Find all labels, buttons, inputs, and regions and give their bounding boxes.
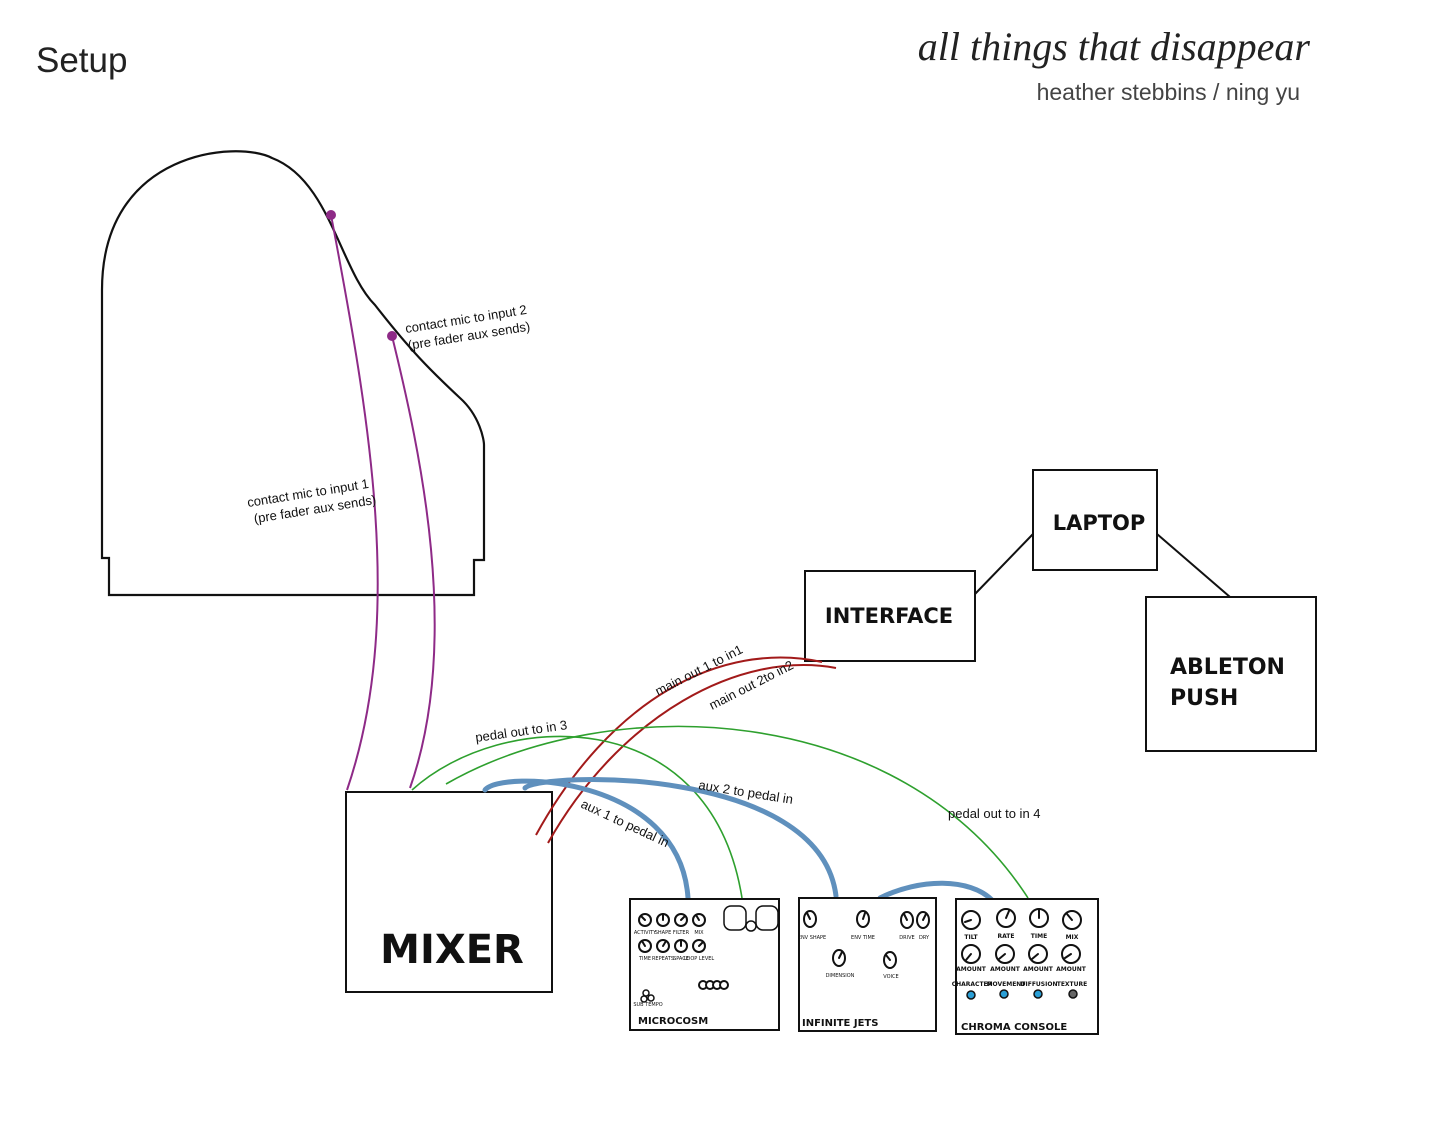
infinite-jets-knob — [832, 949, 846, 967]
infinite-jets-knob-label: ENV TIME — [851, 935, 875, 941]
main-out-2-cable — [547, 664, 837, 844]
microcosm-knob — [638, 939, 652, 953]
microcosm-pedal: ACTIVITY SHAPE FILTER MIX TIME REPEATS S… — [629, 898, 780, 1031]
chroma-knob — [1062, 910, 1082, 930]
chroma-button-label: MOVEMENT — [987, 981, 1027, 988]
contact-mic-1-cable — [330, 214, 379, 791]
infinite-jets-knob — [883, 951, 897, 969]
microcosm-knob-label: LOOP LEVEL — [684, 956, 715, 962]
chroma-knob — [996, 908, 1016, 928]
chroma-knob-label: AMOUNT — [1056, 966, 1087, 973]
laptop-ableton-link — [1156, 533, 1231, 598]
microcosm-knob — [656, 913, 670, 927]
infinite-jets-knob-label: VOICE — [883, 974, 898, 980]
microcosm-name: MICROCOSM — [638, 1016, 708, 1027]
infinite-jets-knob — [900, 911, 914, 929]
chroma-console-pedal: TILT RATE TIME MIX AMOUNT AMOUNT AMOUNT … — [952, 898, 1099, 1035]
pedal-out-3-cable — [411, 735, 743, 899]
page-title: Setup — [36, 41, 127, 80]
infinite-jets-pedal: ENV SHAPE ENV TIME DRIVE DRY DIMENSION V… — [798, 897, 937, 1032]
microcosm-selector-left — [723, 905, 747, 931]
microcosm-knob — [692, 913, 706, 927]
interface-box — [804, 570, 976, 662]
pedal-out-4-label: pedal out to in 4 — [948, 806, 1041, 821]
infinite-jets-knob — [916, 911, 930, 929]
chroma-knob-label: RATE — [998, 933, 1015, 940]
chroma-knob-label: TILT — [964, 934, 978, 941]
piano-outline — [100, 150, 486, 597]
microcosm-knob — [674, 913, 688, 927]
infinite-jets-knob-label: ENV SHAPE — [798, 935, 826, 941]
microcosm-knob-label: REPEATS — [652, 956, 674, 962]
chroma-knob — [1029, 908, 1049, 928]
chroma-knob — [1028, 944, 1048, 964]
mixer-label: MIXER — [380, 927, 524, 973]
chroma-button-label: CHARACTER — [952, 981, 993, 988]
chroma-character-led — [966, 990, 976, 1000]
microcosm-knob-label: ACTIVITY — [634, 930, 657, 936]
chroma-button-label: DIFFUSION — [1021, 981, 1058, 988]
microcosm-knob-label: FILTER — [673, 930, 690, 936]
contact-mic-1-label: contact mic to input 1 (pre fader aux se… — [246, 476, 377, 526]
microcosm-knob — [674, 939, 688, 953]
laptop-label: LAPTOP — [1053, 511, 1146, 535]
microcosm-knob — [656, 939, 670, 953]
credits: heather stebbins / ning yu — [1037, 79, 1300, 105]
chroma-knob-label: AMOUNT — [1023, 966, 1054, 973]
microcosm-tempo-button — [640, 995, 648, 1003]
microcosm-knob-label: SHAPE — [655, 930, 672, 936]
chroma-knob-label: AMOUNT — [990, 966, 1021, 973]
microcosm-knob-label: TIME — [638, 956, 651, 962]
microcosm-tempo-button — [642, 989, 650, 997]
microcosm-knob-label: SPACE — [673, 956, 689, 962]
infinite-jets-knob-label: DIMENSION — [826, 973, 855, 979]
chroma-knob — [1061, 944, 1081, 964]
contact-mic-2-label: contact mic to input 2 (pre fader aux se… — [404, 302, 531, 353]
infinite-jets-knob — [803, 910, 817, 928]
laptop-box — [1032, 469, 1158, 571]
chroma-movement-led — [999, 989, 1009, 999]
chroma-knob-label: MIX — [1066, 934, 1079, 941]
interface-label: INTERFACE — [825, 604, 953, 628]
chroma-knob-label: TIME — [1031, 933, 1047, 940]
chroma-button-label: TEXTURE — [1057, 981, 1088, 988]
contact-mic-2 — [387, 331, 397, 341]
microcosm-knob — [692, 939, 706, 953]
ableton-push-label-line2: PUSH — [1170, 686, 1238, 711]
infinite-jets-knob — [856, 910, 870, 928]
chroma-knob — [995, 944, 1015, 964]
chroma-knob — [961, 910, 981, 930]
chroma-knob-label: AMOUNT — [956, 966, 987, 973]
interface-laptop-link — [974, 533, 1034, 595]
microcosm-knob-label: MIX — [694, 930, 704, 936]
contact-mic-1 — [326, 210, 336, 220]
infinite-jets-name: INFINITE JETS — [802, 1018, 878, 1029]
chroma-texture-led — [1068, 989, 1078, 999]
microcosm-tempo-button — [647, 994, 655, 1002]
ableton-push-box — [1145, 596, 1317, 752]
microcosm-center-knob — [745, 920, 757, 932]
chroma-diffusion-led — [1033, 989, 1043, 999]
microcosm-footswitch — [719, 980, 729, 990]
mixer-box — [345, 791, 553, 993]
chroma-knob — [961, 944, 981, 964]
microcosm-selector-right — [755, 905, 779, 931]
piece-title: all things that disappear — [918, 24, 1311, 69]
infinite-jets-knob-label: DRIVE — [899, 935, 914, 941]
aux-2-cable — [522, 776, 839, 899]
aux-1-cable — [482, 778, 691, 901]
microcosm-knob — [638, 913, 652, 927]
microcosm-sub-tempo-label: SUB TEMPO — [633, 1002, 662, 1008]
contact-mic-2-cable — [391, 335, 436, 789]
chroma-console-name: CHROMA CONSOLE — [961, 1022, 1067, 1033]
infinite-jets-knob-label: DRY — [919, 935, 930, 941]
ableton-push-label-line1: ABLETON — [1170, 655, 1285, 680]
jets-to-chroma-cable — [877, 880, 995, 903]
pedal-out-4-cable — [445, 725, 1029, 899]
